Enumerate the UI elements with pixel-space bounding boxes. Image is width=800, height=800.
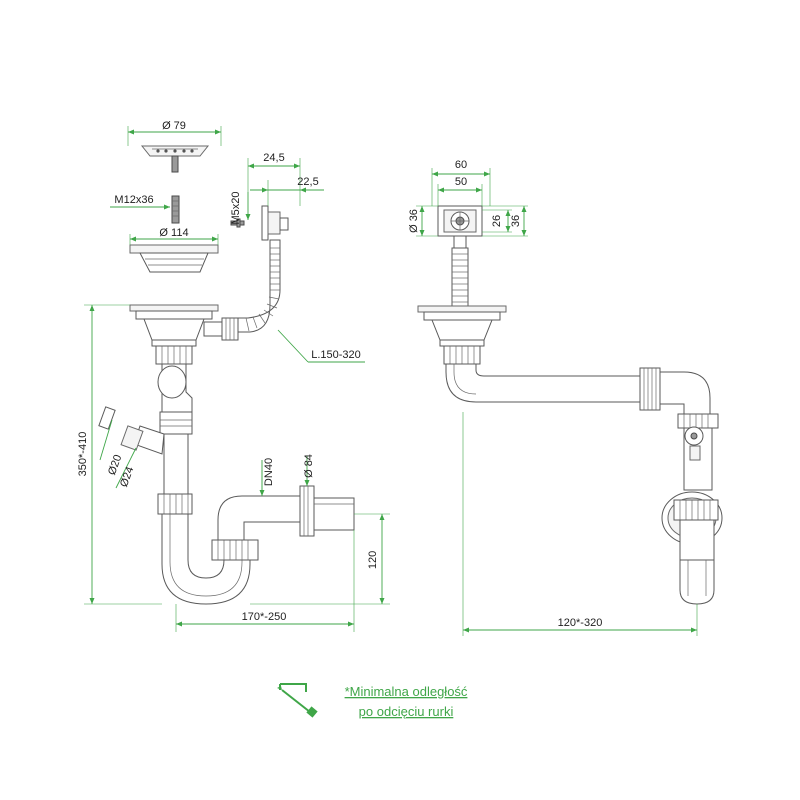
strainer-plug — [140, 145, 210, 173]
top-nut — [151, 339, 197, 365]
dim-trap-height: 120 — [250, 513, 390, 605]
label-overflow-cap-height-outer: 36 — [510, 215, 522, 227]
dim-pipe-dn: DN40 — [259, 458, 275, 496]
label-overflow-cap-width-inner: 50 — [455, 176, 467, 188]
label-overflow-cap-width-outer: 60 — [455, 159, 467, 171]
label-overflow-cap-diameter: Ø 36 — [408, 209, 420, 233]
label-pipe-dn: DN40 — [263, 458, 275, 486]
label-overflow-screw: M5x20 — [230, 191, 242, 224]
label-inlet-d24: Ø24 — [118, 465, 136, 489]
label-overflow-cap-height-inner: 26 — [491, 215, 503, 227]
label-overflow-width-a: 24,5 — [263, 152, 284, 164]
dim-overflow-cap-height-outer: 36 — [482, 205, 528, 237]
vertical-tube — [157, 363, 193, 515]
dim-overflow-width-b: 22,5 — [250, 176, 324, 206]
dim-overflow-cap-width-outer: 60 — [431, 159, 491, 206]
dim-overflow-width-a: 24,5 — [247, 152, 301, 206]
dim-overflow-cap-width-inner: 50 — [437, 176, 483, 206]
label-total-height: 350*-410 — [77, 432, 89, 477]
note-line-1: *Minimalna odległość — [345, 684, 468, 699]
dim-overflow-cap-diameter: Ø 36 — [408, 205, 438, 237]
basket-strainer — [129, 244, 219, 273]
dim-strainer-diameter: Ø 79 — [127, 120, 222, 146]
label-extension-length: 120*-320 — [558, 617, 603, 629]
dim-overflow-screw: M5x20 — [230, 191, 251, 225]
dim-rosette-diameter: Ø 84 — [303, 454, 315, 486]
label-rosette-diameter: Ø 84 — [303, 454, 315, 478]
dim-flex-hose-length: L.150-320 — [277, 329, 365, 363]
note-line-2: po odcięciu rurki — [359, 704, 454, 719]
saw-icon — [277, 683, 318, 718]
u-trap — [161, 485, 355, 605]
flex-hose-front — [451, 235, 469, 307]
overflow-head — [230, 205, 289, 241]
label-trap-height: 120 — [367, 551, 379, 569]
dim-overflow-cap-height-inner: 26 — [482, 209, 512, 233]
dim-screw: M12x36 — [110, 194, 170, 210]
sink-drain-body — [129, 304, 239, 341]
label-overflow-width-b: 22,5 — [297, 176, 318, 188]
dim-trap-length: 170*-250 — [175, 530, 355, 632]
label-strainer-diameter: Ø 79 — [162, 120, 186, 132]
sink-drain-body-front — [417, 305, 507, 365]
flex-hose — [237, 239, 281, 333]
trap-front — [661, 413, 723, 605]
label-trap-length: 170*-250 — [242, 611, 287, 623]
dim-total-height: 350*-410 — [77, 304, 162, 605]
side-inlet — [98, 406, 165, 455]
label-basket-diameter: Ø 114 — [159, 227, 188, 239]
center-screw — [171, 195, 180, 224]
dim-basket-diameter: Ø 114 — [129, 227, 219, 245]
label-screw: M12x36 — [114, 194, 153, 206]
extension-pipe — [445, 363, 711, 415]
overflow-cap-front — [437, 205, 483, 237]
dim-extension-length: 120*-320 — [462, 412, 698, 636]
label-flex-hose-length: L.150-320 — [311, 349, 361, 361]
